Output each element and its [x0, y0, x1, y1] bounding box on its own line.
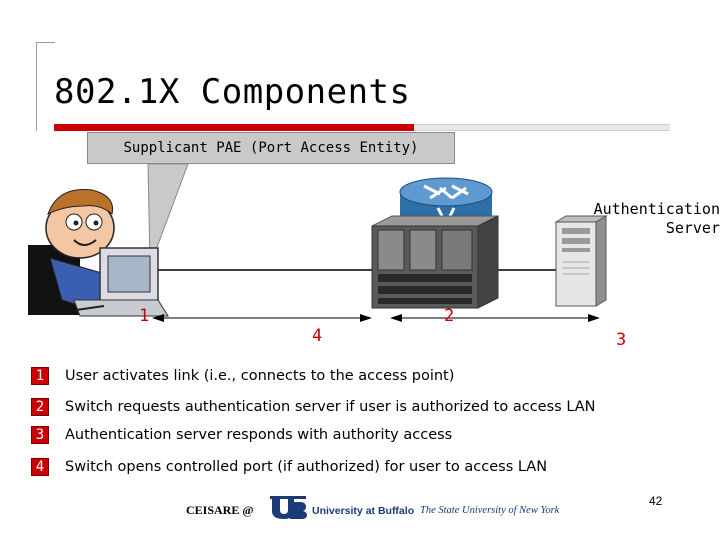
legend-badge: 1 [31, 367, 49, 385]
legend-item: 4 Switch opens controlled port (if autho… [31, 457, 547, 477]
slide-title: 802.1X Components [54, 72, 411, 112]
legend-badge: 3 [31, 426, 49, 444]
switch-chassis-icon [371, 215, 499, 309]
legend-item: 1 User activates link (i.e., connects to… [31, 366, 454, 386]
legend-item: 2 Switch requests authentication server … [31, 397, 596, 417]
university-subtitle: The State University of New York [420, 505, 560, 516]
footer-ceisare: CEISARE @ [186, 503, 254, 517]
legend-text: User activates link (i.e., connects to t… [65, 368, 455, 384]
legend-text: Switch requests authentication server if… [65, 399, 596, 415]
auth-label-line2: Server [665, 219, 720, 237]
title-rule [54, 124, 670, 131]
legend-badge: 2 [31, 398, 49, 416]
page-number: 42 [649, 494, 663, 508]
auth-label-line1: Authentication [593, 200, 720, 218]
callout-pointer [147, 163, 189, 267]
university-name: University at Buffalo [312, 505, 415, 517]
ub-logo-icon [270, 496, 308, 520]
supplicant-callout: Supplicant PAE (Port Access Entity) [87, 132, 455, 164]
arrow-user-to-switch [152, 314, 372, 322]
legend-text: Switch opens controlled port (if authori… [65, 459, 548, 475]
legend-text: Authentication server responds with auth… [65, 427, 453, 443]
title-rule-accent [54, 124, 414, 131]
diagram-marker-2: 2 [444, 306, 455, 326]
title-bracket-decoration [36, 42, 55, 131]
diagram-marker-3: 3 [616, 330, 627, 350]
legend-badge: 4 [31, 458, 49, 476]
legend-item: 3 Authentication server responds with au… [31, 425, 452, 445]
authentication-server-label: Authentication Server [578, 200, 720, 238]
server-tower-icon [554, 215, 608, 307]
user-at-computer-icon [28, 189, 169, 317]
diagram-marker-1: 1 [139, 306, 150, 326]
arrow-switch-to-server [390, 314, 600, 322]
diagram-marker-4: 4 [312, 326, 323, 346]
